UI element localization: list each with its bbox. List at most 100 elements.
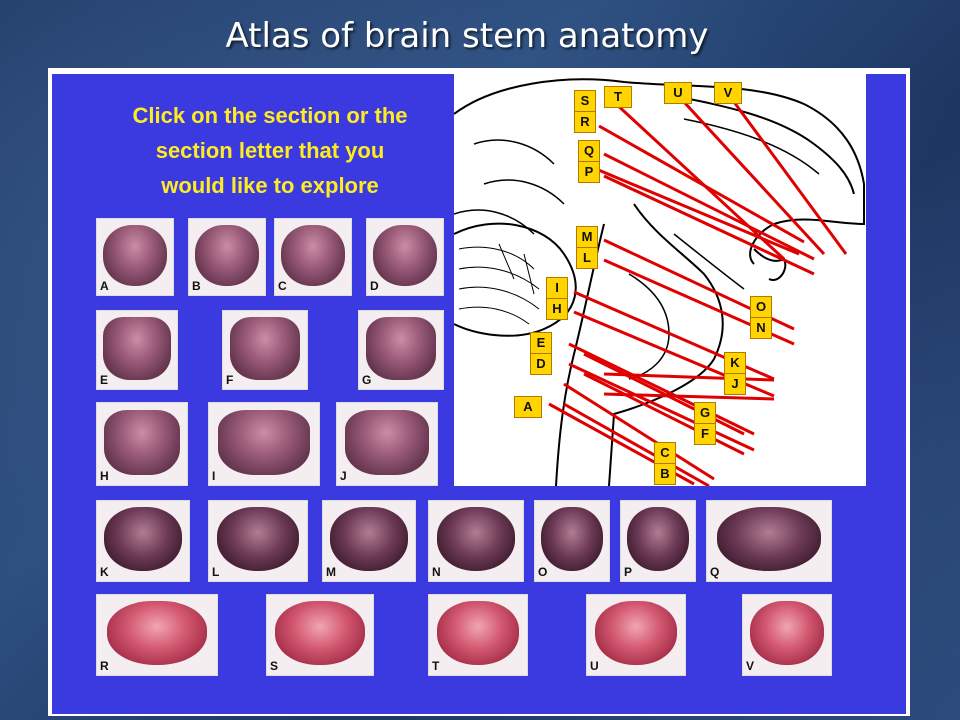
atlas-blue-background: Click on the section or the section lett… [52,74,906,714]
section-letter: P [624,565,633,579]
label-box-j[interactable]: J [724,373,746,395]
section-letter: B [192,279,201,293]
section-line-q [603,152,815,261]
label-box-u[interactable]: U [664,82,692,104]
section-thumbnail-a[interactable]: A [96,218,174,296]
label-box-g[interactable]: G [694,402,716,424]
section-tissue-image [281,225,345,286]
label-box-m[interactable]: M [576,226,598,248]
midbrain-outline [673,233,745,290]
sagittal-brain-drawing [453,78,865,488]
section-tissue-image [104,409,180,476]
section-tissue-image [594,601,678,666]
label-box-h[interactable]: H [546,298,568,320]
section-letter: S [270,659,279,673]
label-box-c[interactable]: C [654,442,676,464]
section-tissue-image [716,507,822,572]
section-tissue-image [103,225,167,286]
section-letter: Q [710,565,720,579]
label-box-e[interactable]: E [530,332,552,354]
section-letter: M [326,565,336,579]
section-tissue-image [104,507,182,572]
section-tissue-image [217,409,311,476]
section-line-d [568,362,755,452]
section-thumbnail-b[interactable]: B [188,218,266,296]
atlas-panel: Click on the section or the section lett… [48,68,910,716]
label-box-n[interactable]: N [750,317,772,339]
section-thumbnail-l[interactable]: L [208,500,308,582]
section-thumbnail-i[interactable]: I [208,402,320,486]
section-thumbnail-v[interactable]: V [742,594,832,676]
section-tissue-image [106,601,208,666]
section-line-r [598,124,805,244]
label-box-v[interactable]: V [714,82,742,104]
section-thumbnail-c[interactable]: C [274,218,352,296]
section-letter: L [212,565,220,579]
section-letter: G [362,373,372,387]
section-letter: D [370,279,379,293]
section-letter: K [100,565,109,579]
label-box-d[interactable]: D [530,353,552,375]
section-thumbnail-g[interactable]: G [358,310,444,390]
label-box-r[interactable]: R [574,111,596,133]
label-box-k[interactable]: K [724,352,746,374]
corpus-callosum-outline [663,93,855,195]
section-letter: H [100,469,109,483]
section-thumbnail-m[interactable]: M [322,500,416,582]
cortex-gyri [453,139,565,235]
section-thumbnail-j[interactable]: J [336,402,438,486]
section-line-e [568,342,755,436]
section-letter: O [538,565,548,579]
section-tissue-image [626,507,690,572]
label-box-q[interactable]: Q [578,140,600,162]
section-thumbnail-q[interactable]: Q [706,500,832,582]
section-tissue-image [103,317,171,380]
section-thumbnail-p[interactable]: P [620,500,696,582]
section-thumbnail-e[interactable]: E [96,310,178,390]
label-box-a[interactable]: A [514,396,542,418]
section-thumbnail-r[interactable]: R [96,594,218,676]
section-tissue-image [750,601,824,666]
section-line-f [563,402,710,488]
section-thumbnail-n[interactable]: N [428,500,524,582]
label-box-l[interactable]: L [576,247,598,269]
label-box-t[interactable]: T [604,86,632,108]
instruction-text: Click on the section or the section lett… [110,98,430,203]
section-thumbnail-k[interactable]: K [96,500,190,582]
section-thumbnail-f[interactable]: F [222,310,308,390]
label-box-o[interactable]: O [750,296,772,318]
section-line-u [682,100,826,256]
section-letter: A [100,279,109,293]
pons-outline [628,273,670,380]
section-letter: I [212,469,216,483]
section-thumbnail-o[interactable]: O [534,500,610,582]
section-line-v [732,101,848,255]
section-line-k [583,352,745,436]
section-letter: R [100,659,109,673]
section-thumbnail-t[interactable]: T [428,594,528,676]
section-letter: V [746,659,755,673]
section-letter: N [432,565,441,579]
section-thumbnail-h[interactable]: H [96,402,188,486]
section-letter: E [100,373,109,387]
section-letter: C [278,279,287,293]
cerebellum-outline [453,222,577,337]
section-letter: U [590,659,599,673]
section-letter: T [432,659,440,673]
section-line-j [583,372,745,456]
section-tissue-image [275,601,365,666]
section-line-p [603,174,815,276]
cerebrum-outline [453,78,865,265]
section-tissue-image [345,409,429,476]
label-box-b[interactable]: B [654,463,676,485]
section-thumbnail-u[interactable]: U [586,594,686,676]
section-tissue-image [229,317,301,380]
section-thumbnail-s[interactable]: S [266,594,374,676]
brainstem-sagittal-diagram[interactable]: S R T U V Q P M L I H E D A O N K J G F … [453,74,866,488]
section-thumbnail-d[interactable]: D [366,218,444,296]
section-line-t [612,100,786,261]
label-box-s[interactable]: S [574,90,596,112]
label-box-i[interactable]: I [546,277,568,299]
label-box-f[interactable]: F [694,423,716,445]
label-box-p[interactable]: P [578,161,600,183]
